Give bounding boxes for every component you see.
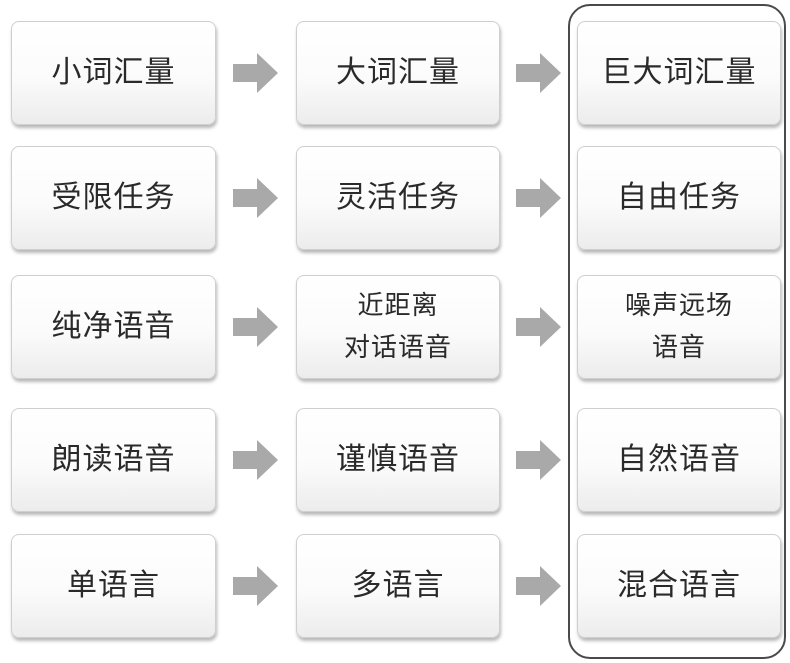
box-mixed-language: 混合语言 [577,534,781,638]
box-label-line-1: 近距离 [357,291,439,321]
box-label: 单语言 [67,568,160,603]
arrow-right-icon [516,53,561,93]
box-natural-speech: 自然语音 [577,408,781,512]
box-careful-speech: 谨慎语音 [296,408,500,512]
arrow-right-icon [516,566,561,606]
box-label: 自由任务 [617,180,741,215]
row-speech-condition: 纯净语音 近距离 对话语音 噪声远场 语音 [0,275,790,385]
box-huge-vocabulary: 巨大词汇量 [577,21,781,125]
arrow-right-icon [233,440,278,480]
row-speaking-style: 朗读语音 谨慎语音 自然语音 [0,408,790,518]
box-label: 多语言 [351,568,445,603]
arrow-right-icon [516,440,561,480]
box-clean-speech: 纯净语音 [11,275,216,379]
arrow-right-icon [233,566,278,606]
row-vocabulary: 小词汇量 大词汇量 巨大词汇量 [0,21,790,131]
row-task: 受限任务 灵活任务 自由任务 [0,146,790,256]
box-label: 小词汇量 [51,55,176,90]
box-label-line-2: 对话语音 [343,333,452,363]
box-label: 大词汇量 [336,55,460,90]
box-restricted-task: 受限任务 [11,146,216,250]
box-monolingual: 单语言 [11,534,216,638]
arrow-right-icon [233,307,278,347]
arrow-right-icon [233,178,278,218]
row-language: 单语言 多语言 混合语言 [0,534,790,644]
box-label: 灵活任务 [336,180,460,215]
box-close-talk-speech: 近距离 对话语音 [296,275,500,379]
box-label: 受限任务 [51,180,176,215]
arrow-right-icon [516,178,561,218]
box-read-speech: 朗读语音 [11,408,216,512]
box-small-vocabulary: 小词汇量 [11,21,216,125]
box-label: 纯净语音 [51,309,176,344]
box-label: 自然语音 [617,442,741,477]
target-column-frame [568,4,786,659]
box-flexible-task: 灵活任务 [296,146,500,250]
arrow-right-icon [233,53,278,93]
arrow-right-icon [516,307,561,347]
box-multilingual: 多语言 [296,534,500,638]
box-label: 谨慎语音 [336,442,460,477]
box-label: 混合语言 [617,568,741,603]
box-free-task: 自由任务 [577,146,781,250]
box-label: 巨大词汇量 [601,55,757,90]
box-label-line-2: 语音 [651,333,706,363]
box-large-vocabulary: 大词汇量 [296,21,500,125]
box-label: 朗读语音 [51,442,176,477]
box-label-line-1: 噪声远场 [624,291,733,321]
box-noisy-far-field-speech: 噪声远场 语音 [577,275,781,379]
